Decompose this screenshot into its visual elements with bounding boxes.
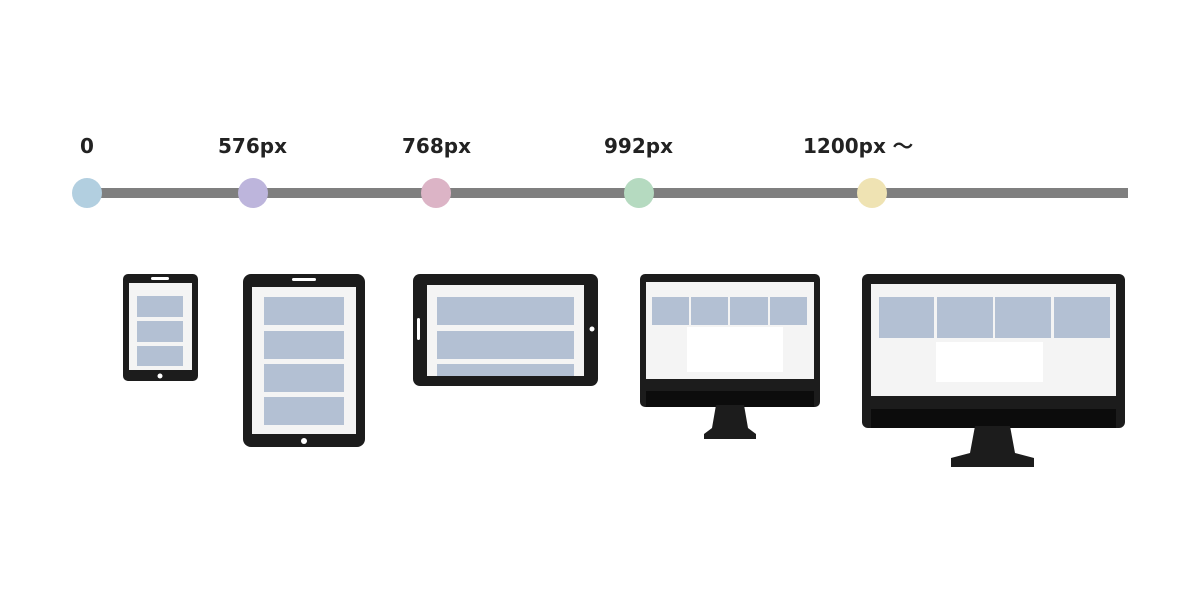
tablet-landscape-icon (413, 274, 598, 386)
breakpoint-dot-992 (624, 178, 654, 208)
breakpoint-label-768: 768px (402, 134, 471, 158)
breakpoint-dot-1200 (857, 178, 887, 208)
breakpoint-label-576: 576px (218, 134, 287, 158)
breakpoint-dot-576 (238, 178, 268, 208)
breakpoint-label-0: 0 (80, 134, 94, 158)
timeline-track (86, 188, 1128, 198)
smartphone-icon (123, 274, 198, 381)
tablet-portrait-icon (243, 274, 365, 447)
breakpoint-dot-0 (72, 178, 102, 208)
breakpoint-dot-768 (421, 178, 451, 208)
desktop-monitor-icon (640, 274, 820, 439)
large-desktop-monitor-icon (862, 274, 1125, 467)
breakpoint-label-992: 992px (604, 134, 673, 158)
breakpoint-label-1200: 1200px ～ (803, 134, 913, 158)
